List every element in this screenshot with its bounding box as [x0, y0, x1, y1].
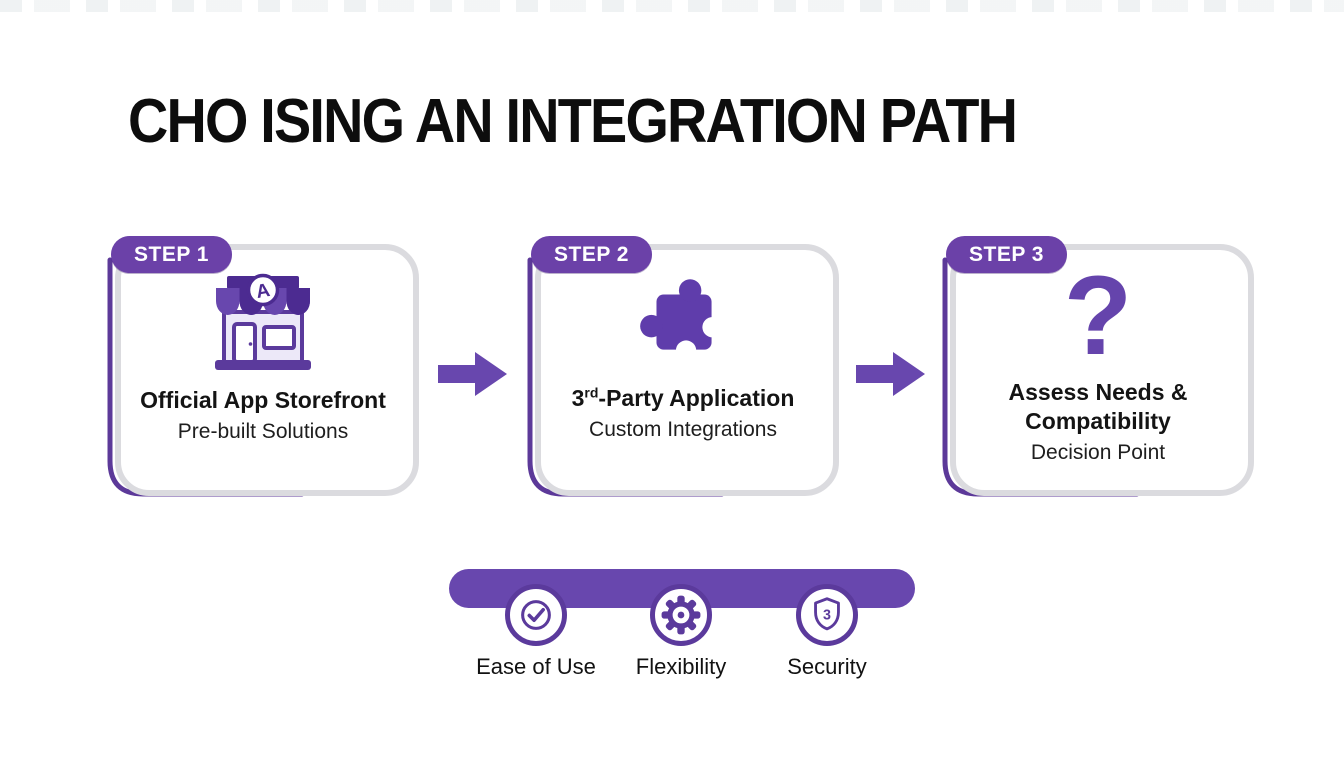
step-1-title: Official App Storefront — [140, 387, 386, 413]
step-3-title-line1: Assess Needs & — [1008, 379, 1188, 405]
check-circle-icon — [521, 600, 551, 630]
step-2-title-rest: -Party Application — [598, 385, 795, 411]
step-1-content: A Official App Storefront Pre-built Solu… — [121, 268, 405, 444]
step-3-content: ? Assess Needs & Compatibility Decision … — [956, 253, 1240, 465]
step-2-title-ordinal: rd — [584, 384, 599, 401]
step-3-badge: STEP 3 — [946, 236, 1067, 273]
step-2-title-base: 3 — [571, 385, 585, 411]
step-2-badge: STEP 2 — [531, 236, 652, 273]
card-frame — [950, 244, 1254, 496]
step-2-subtitle: Custom Integrations — [589, 417, 777, 441]
step-3-subtitle: Decision Point — [1030, 440, 1166, 464]
shield-icon: 3 — [814, 597, 840, 631]
step-1-badge-label: STEP 1 — [134, 242, 209, 266]
storefront-emblem-letter: A — [255, 280, 272, 303]
step-3-title: Assess Needs & Compatibility — [1009, 378, 1188, 436]
arrow-right-icon — [856, 352, 925, 396]
ease-of-use-circle — [505, 584, 567, 646]
top-edge-artifacts — [0, 0, 1344, 12]
step-3-badge-label: STEP 3 — [969, 242, 1044, 266]
step-1-badge: STEP 1 — [111, 236, 232, 273]
shield-number: 3 — [823, 607, 831, 623]
criteria-label-ease-of-use: Ease of Use — [476, 654, 596, 679]
step-3-title-line2: Compatibility — [1025, 407, 1171, 434]
step-2-title: 3rd-Party Application — [572, 384, 795, 413]
step-1-subtitle: Pre-built Solutions — [177, 419, 349, 443]
step-1-card: STEP 1 A Official App Storefront Pre-bui… — [103, 230, 423, 508]
step-2-card: STEP 2 3rd-Party Application Custom Inte… — [523, 230, 843, 508]
page-title: CHO ISING AN INTEGRATION PATH — [128, 87, 1018, 156]
security-circle: 3 — [796, 584, 858, 646]
puzzle-icon — [640, 279, 723, 361]
arrow-right-icon — [438, 352, 507, 396]
gear-icon — [661, 595, 701, 635]
criteria-label-security: Security — [787, 654, 867, 679]
step-2-content: 3rd-Party Application Custom Integration… — [541, 268, 825, 442]
criteria-label-flexibility: Flexibility — [635, 654, 727, 679]
question-mark-icon: ? — [1063, 253, 1133, 379]
step-3-card: STEP 3 ? Assess Needs & Compatibility De… — [938, 230, 1258, 508]
step-2-badge-label: STEP 2 — [554, 242, 629, 266]
storefront-icon: A — [215, 273, 311, 370]
flexibility-circle — [650, 584, 712, 646]
